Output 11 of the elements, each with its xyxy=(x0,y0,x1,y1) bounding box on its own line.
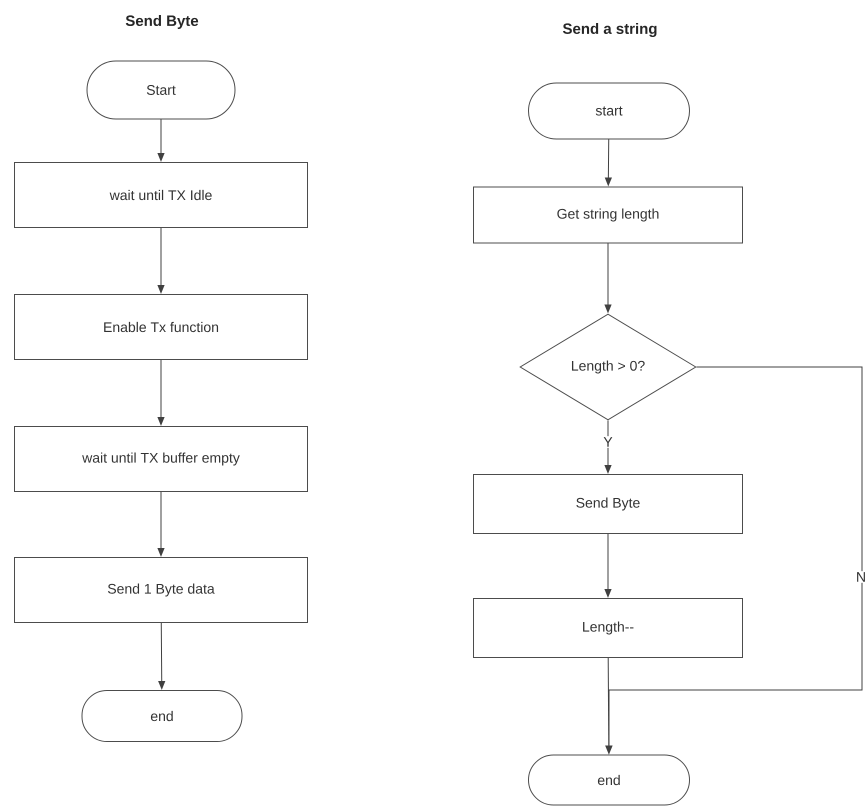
heading: Send a string xyxy=(562,22,656,38)
process-box: Length-- xyxy=(473,598,743,658)
process-box: wait until TX Idle xyxy=(14,162,308,228)
heading: Send Byte xyxy=(126,15,198,29)
process-box: Get string length xyxy=(473,186,743,244)
process-box: Send Byte xyxy=(473,474,743,534)
edge-label: N xyxy=(854,571,868,583)
process-box: wait until TX buffer empty xyxy=(14,426,308,492)
process-box: Enable Tx function xyxy=(14,294,308,360)
edge-label: Y xyxy=(602,436,614,448)
process-box: Send 1 Byte data xyxy=(14,557,308,623)
